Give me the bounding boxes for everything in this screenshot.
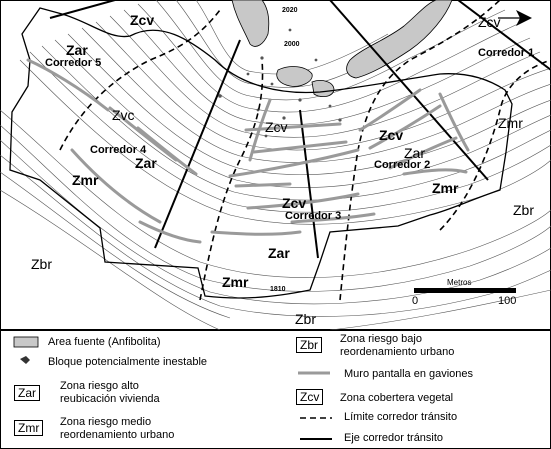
legend-zar-line1: Zona riesgo alto — [60, 380, 139, 392]
gabion-walls — [26, 58, 470, 244]
scale-min: 0 — [412, 295, 418, 307]
zone-label-zcv-mid: Zcv — [265, 119, 288, 135]
corridor-limit-d — [439, 59, 551, 231]
source-area-a — [231, 0, 270, 47]
elevation-2000: 2000 — [284, 41, 300, 48]
legend-eje: Eje corredor tránsito — [344, 432, 444, 444]
zone-label-zar-c2: Zar — [404, 145, 425, 161]
source-area-c — [311, 80, 335, 98]
zone-label-zmr-left: Zmr — [72, 172, 99, 188]
legend-zbr-line2: reordenamiento urbano — [340, 346, 455, 358]
legend-code-zar: Zar — [14, 385, 40, 401]
legend-swatch-source-area — [13, 336, 39, 348]
corridor-axis-lines — [49, 0, 551, 259]
elevation-2020: 2020 — [282, 7, 298, 14]
unstable-blocks — [218, 28, 342, 138]
zone-label-zbr-right: Zbr — [513, 202, 534, 218]
legend-code-zmr: Zmr — [14, 420, 44, 436]
corridor-label-3: Corredor 3 — [285, 210, 341, 222]
elevation-1810: 1810 — [270, 286, 286, 293]
corridor-axis-1 — [457, 0, 551, 71]
zone-label-zcv-top: Zcv — [130, 12, 154, 28]
legend-zmr-line2: reordenamiento urbano — [60, 429, 175, 441]
zone-label-zcv-right: Zcv — [478, 14, 501, 30]
corridor-axis-4 — [154, 39, 241, 249]
zone-label-zar-c4: Zar — [135, 155, 157, 171]
zone-label-zbr-left: Zbr — [31, 256, 52, 272]
zone-label-zmr-right-top: Zmr — [498, 115, 523, 131]
scale-bar: Metros 0 100 — [412, 278, 516, 307]
zone-label-zar-bottom: Zar — [268, 245, 290, 261]
zone-label-zbr-bottom: Zbr — [295, 311, 316, 327]
scale-title: Metros — [447, 278, 471, 287]
corridor-axis-5 — [49, 0, 116, 19]
corridor-limit-lines — [59, 0, 551, 301]
zone-label-zmr-c2: Zmr — [432, 180, 459, 196]
legend-zmr-line1: Zona riesgo medio — [60, 416, 152, 428]
risk-zone-boundary — [9, 7, 513, 299]
corridor-label-4: Corredor 4 — [90, 144, 147, 156]
legend-muro: Muro pantalla en gaviones — [344, 368, 474, 380]
corridor-axis-2 — [329, 0, 489, 181]
source-area-patches — [231, 0, 453, 98]
corridor-limit-b — [199, 59, 264, 301]
zone-label-zcv-c2: Zcv — [379, 127, 403, 143]
legend-zbr-line1: Zona riesgo bajo — [340, 333, 422, 345]
legend-code-zbr: Zbr — [296, 337, 322, 353]
source-area-d — [346, 0, 453, 79]
zone-label-zvc: Zvc — [112, 107, 135, 123]
corridor-label-1: Corredor 1 — [478, 47, 534, 59]
north-arrow-icon — [498, 10, 532, 26]
source-area-b — [276, 66, 313, 87]
zone-label-zmr-bottom: Zmr — [222, 274, 249, 290]
legend-zcv: Zona cobertera vegetal — [340, 392, 454, 404]
corridor-label-2: Corredor 2 — [374, 159, 430, 171]
legend-code-zcv: Zcv — [296, 389, 324, 405]
legend-limite: Límite corredor tránsito — [344, 411, 458, 423]
legend-zar-line2: reubicación vivienda — [60, 393, 160, 405]
legend-area-fuente: Area fuente (Anfibolita) — [48, 336, 161, 348]
zone-label-zar-c5: Zar — [66, 42, 88, 58]
scale-max: 100 — [498, 295, 516, 307]
unstable-block-icon — [20, 356, 30, 364]
zone-label-zcv-c3: Zcv — [282, 195, 306, 211]
legend-bloque: Bloque potencialmente inestable — [48, 356, 208, 368]
map-canvas: Metros 0 100 2020 2000 1810 Zcv Zcv Zar … — [0, 0, 551, 330]
corridor-label-5: Corredor 5 — [45, 57, 101, 69]
corridor-axis-3 — [299, 109, 319, 259]
